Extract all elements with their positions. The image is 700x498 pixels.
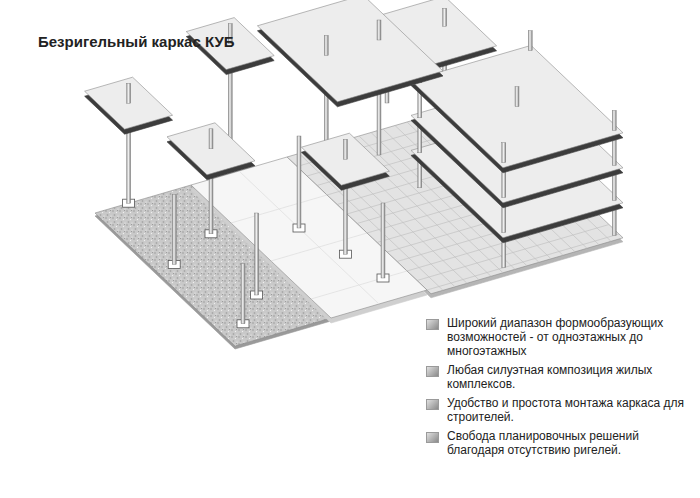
column: [172, 194, 176, 264]
floor-plate: [411, 45, 623, 167]
column: [528, 31, 532, 51]
feature-item: Удобство и простота монтажа каркаса для …: [426, 396, 692, 424]
floor-plate: [85, 77, 173, 129]
column: [612, 110, 616, 130]
column: [324, 35, 328, 55]
bullet-icon: [426, 319, 439, 330]
feature-item: Любая силуэтная композиция жилых комплек…: [426, 363, 692, 391]
column: [377, 20, 381, 40]
column: [127, 83, 131, 103]
column: [381, 203, 385, 278]
bullet-icon: [426, 432, 439, 443]
column: [343, 139, 347, 159]
column: [443, 8, 447, 26]
feature-item: Свобода планировочных решений благодаря …: [426, 429, 692, 457]
column: [255, 213, 259, 295]
feature-note: Удобство и простота монтажа каркаса для …: [447, 396, 692, 424]
column: [209, 129, 213, 149]
floor-plate: [301, 133, 389, 185]
bullet-icon: [426, 399, 439, 410]
feature-note: Свобода планировочных решений благодаря …: [447, 429, 692, 457]
slab-grid-line: [239, 171, 379, 304]
white-slab: [191, 157, 427, 318]
feature-note: Любая силуэтная композиция жилых комплек…: [447, 363, 692, 391]
feature-list: Широкий диапазон формообразующих возможн…: [426, 316, 692, 462]
bullet-icon: [426, 366, 439, 377]
column: [502, 143, 506, 163]
title: Безригельный каркас КУБ: [38, 33, 235, 50]
column: [297, 136, 301, 228]
floor-plate: [257, 0, 443, 102]
feature-note: Широкий диапазон формообразующих возможн…: [447, 316, 692, 358]
feature-item: Широкий диапазон формообразующих возможн…: [426, 316, 692, 358]
floor-plate: [167, 123, 255, 175]
column: [241, 264, 245, 324]
column: [515, 87, 519, 107]
